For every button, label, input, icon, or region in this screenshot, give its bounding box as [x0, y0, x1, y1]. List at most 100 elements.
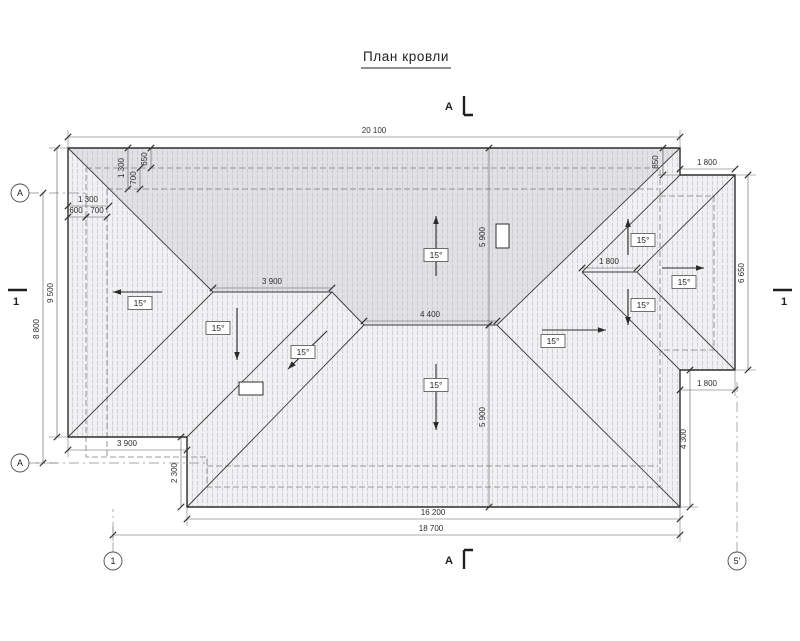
slope-label-box: [423, 248, 449, 262]
slope-label-box: [205, 321, 231, 335]
roof-lines: [67, 147, 736, 508]
dimension-tick: [328, 284, 336, 292]
slope-label-box: [630, 233, 656, 247]
dimension-tick: [147, 164, 155, 172]
dimension-tick: [676, 515, 684, 523]
slope-indicator: 15°: [662, 265, 704, 289]
dimension-label: 1 300: [78, 195, 99, 204]
dimension-label: 8 800: [32, 318, 41, 339]
section-label-bottom: А: [445, 555, 453, 567]
dimension-tick: [64, 446, 72, 454]
roof-hatch-overlay: [68, 148, 735, 507]
slope-arrowhead-icon: [433, 216, 439, 224]
slope-indicator: 15°: [287, 330, 328, 370]
grid-marker: 5': [727, 551, 747, 571]
slope-indicator: 15°: [540, 327, 606, 348]
dimension-tick: [485, 503, 493, 511]
slope-indicator: 15°: [205, 308, 240, 360]
slope-label: 15°: [430, 250, 443, 260]
slope-label: 15°: [637, 235, 650, 245]
dimension-tick: [731, 386, 739, 394]
dimension-label: 700: [129, 171, 138, 185]
dimension-label: 1 800: [697, 158, 718, 167]
slope-arrowhead-icon: [113, 289, 121, 295]
dimension-tick: [64, 213, 72, 221]
slope-arrowhead-icon: [234, 352, 240, 360]
slope-label-box: [423, 378, 449, 392]
dimension-tick: [53, 144, 61, 152]
dimension-tick: [183, 446, 191, 454]
slope-indicator: 15°: [423, 216, 449, 276]
dimension-tick: [659, 144, 667, 152]
dimension-tick: [676, 531, 684, 539]
section-mark-bottom-icon: [462, 548, 473, 569]
dimension-tick: [136, 185, 144, 193]
dimension-label: 18 700: [419, 524, 444, 533]
grid-label: 5': [734, 556, 741, 566]
dimension-tick: [64, 133, 72, 141]
slope-label: 15°: [297, 347, 310, 357]
slope-indicator: 15°: [113, 289, 162, 310]
slope-label-box: [540, 334, 566, 348]
section-mark-top-icon: [462, 96, 473, 117]
slope-arrowhead-icon: [598, 327, 606, 333]
dimension-tick: [493, 317, 501, 325]
roof-surfaces: [68, 148, 735, 507]
grid-marker: А: [10, 453, 30, 473]
dimension-label: 1 300: [117, 157, 126, 178]
dimension-label: 1 800: [599, 257, 620, 266]
dimension-tick: [485, 321, 493, 329]
grid-circle: [10, 183, 30, 203]
dimension-tick: [659, 171, 667, 179]
dimension-tick: [578, 264, 586, 272]
slope-label: 15°: [637, 300, 650, 310]
dimension-label: 3 900: [117, 439, 138, 448]
dimension-tick: [124, 185, 132, 193]
dimension-tick: [177, 503, 185, 511]
slope-arrowhead-icon: [288, 361, 296, 369]
dimension-tick: [676, 165, 684, 173]
slope-label: 15°: [678, 277, 691, 287]
dimension-tick: [731, 165, 739, 173]
section-label-top: А: [445, 101, 453, 113]
slope-label: 15°: [430, 380, 443, 390]
slope-arrowhead-icon: [625, 219, 631, 227]
dimension-tick: [82, 213, 90, 221]
dimension-tick: [744, 171, 752, 179]
slope-indicator: 15°: [625, 289, 656, 325]
grid-marker: 1: [103, 551, 123, 571]
dimension-tick: [676, 133, 684, 141]
slope-indicator: 15°: [423, 364, 449, 430]
dimension-tick: [39, 459, 47, 467]
slope-label: 15°: [547, 336, 560, 346]
section-label-right: 1: [781, 296, 787, 308]
grid-circle: [727, 551, 747, 571]
grid-circle: [103, 551, 123, 571]
slope-arrowhead-icon: [696, 265, 704, 271]
slope-label-box: [290, 345, 316, 359]
dimension-tick: [39, 189, 47, 197]
grid-label: А: [17, 188, 23, 198]
grid-circle: [10, 453, 30, 473]
dimension-label: 6 650: [737, 262, 746, 283]
dimension-tick: [64, 202, 72, 210]
dimension-tick: [136, 164, 144, 172]
dimension-tick: [183, 515, 191, 523]
page-title: План кровли: [363, 49, 449, 64]
dimension-tick: [209, 284, 217, 292]
dimension-label: 600: [69, 206, 83, 215]
grid-markers: А А 1 5': [10, 183, 747, 571]
dimension-tick: [147, 144, 155, 152]
chimney-south: [238, 381, 264, 396]
extension-lines: [36, 130, 756, 542]
dimension-tick: [177, 433, 185, 441]
dimension-label: 650: [140, 152, 149, 166]
dimension-label: 4 300: [679, 428, 688, 449]
dimension-label: 3 900: [262, 277, 283, 286]
dimension-label: 2 300: [170, 462, 179, 483]
grid-label: А: [17, 458, 23, 468]
dimension-tick: [360, 317, 368, 325]
chimney-north: [495, 223, 510, 249]
slope-arrowhead-icon: [433, 422, 439, 430]
